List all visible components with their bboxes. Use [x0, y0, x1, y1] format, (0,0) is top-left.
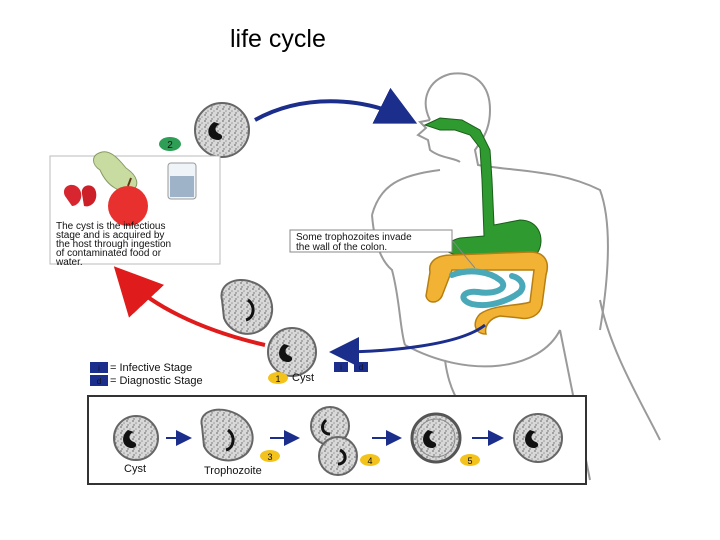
panel-trophozoite-label: Trophozoite	[204, 465, 262, 477]
page-title: life cycle	[230, 25, 326, 53]
large-intestine-colon	[425, 251, 549, 335]
environment-arrow	[113, 266, 266, 347]
excystation-panel: Cyst Trophozoite 3 4	[87, 395, 587, 485]
panel-trophozoite-icon	[200, 408, 254, 462]
step-badge-2: 2	[159, 137, 181, 151]
small-intestine	[449, 268, 526, 308]
food-caption-1: The cyst is the infectious	[56, 221, 166, 232]
food-caption-4: of contaminated food or	[56, 248, 162, 259]
svg-text:3: 3	[267, 452, 272, 462]
panel-dividing-icon	[310, 406, 358, 476]
panel-final-cyst-icon	[513, 413, 563, 463]
svg-text:2: 2	[167, 140, 173, 151]
svg-text:5: 5	[467, 456, 472, 466]
panel-mature-cyst-icon	[410, 412, 462, 464]
svg-text:1: 1	[275, 374, 280, 384]
step-badge-4: 4	[360, 454, 380, 466]
svg-text:d: d	[359, 363, 363, 372]
food-caption-5: water.	[55, 257, 83, 268]
food-water-panel: The cyst is the infectious stage and is …	[49, 151, 221, 268]
cyst-step1-icon	[267, 327, 317, 377]
legend-diagnostic-text: = Diagnostic Stage	[110, 375, 203, 387]
legend-infective-text: = Infective Stage	[110, 362, 192, 374]
ingestion-arrow	[254, 87, 418, 124]
excretion-arrow	[329, 323, 486, 367]
colon-callout: Some trophozoites invade the wall of the…	[289, 229, 476, 269]
trophozoite-environment-icon	[220, 279, 274, 335]
colon-callout-line2: the wall of the colon.	[296, 242, 387, 253]
step-badge-1: 1	[268, 372, 288, 384]
food-caption-3: the host through ingestion	[56, 239, 171, 250]
food-caption-2: stage and is acquired by	[56, 230, 164, 241]
legend-diagnostic-symbol: d	[97, 377, 101, 386]
colon-callout-line1: Some trophozoites invade	[296, 232, 412, 243]
panel-cyst-icon	[113, 415, 159, 461]
svg-text:4: 4	[367, 456, 372, 466]
panel-cyst-label: Cyst	[124, 463, 146, 475]
step-badge-5: 5	[460, 454, 480, 466]
legend-infective-symbol: i	[98, 364, 100, 373]
stage-badges: i d	[334, 362, 368, 372]
step-badge-3: 3	[260, 450, 280, 462]
cyst-step2-icon	[194, 102, 250, 158]
svg-text:i: i	[340, 363, 342, 372]
legend: i = Infective Stage d = Diagnostic Stage	[90, 362, 203, 387]
cyst-step1-label: Cyst	[292, 372, 314, 384]
